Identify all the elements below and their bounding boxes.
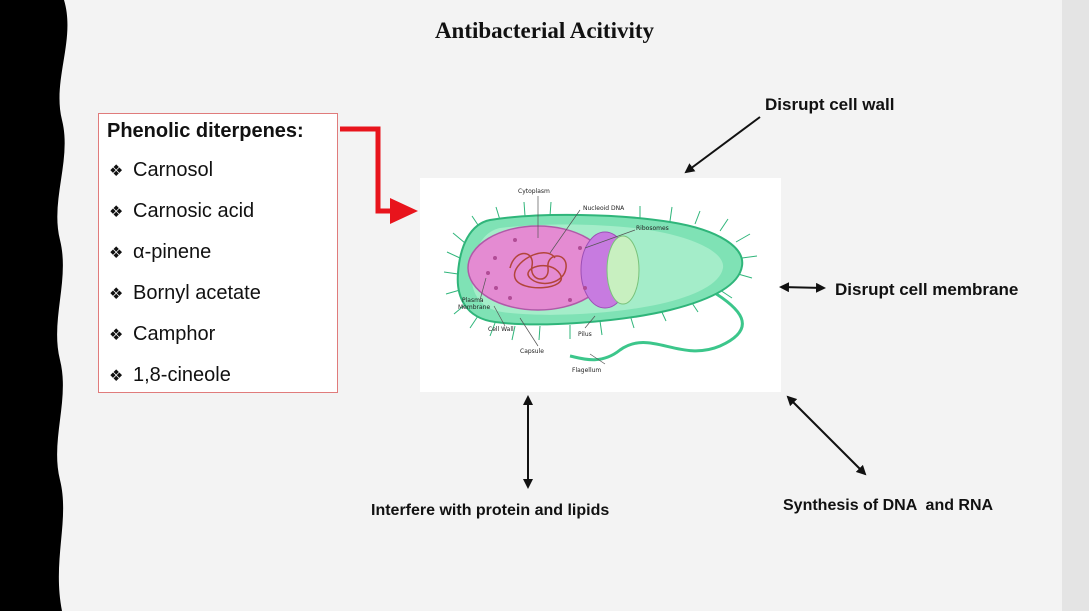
right-edge-strip [1062, 0, 1089, 611]
wavy-left-border [0, 0, 68, 611]
ribosome-dots [486, 238, 587, 302]
compound-list-heading: Phenolic diterpenes: [107, 120, 304, 142]
nucleoid-dna [509, 251, 567, 289]
compound-item: ❖Bornyl acetate [109, 282, 261, 304]
bullet-diamond-icon: ❖ [109, 284, 124, 303]
compound-item: ❖1,8-cineole [109, 364, 231, 386]
label-nucleoid-dna: Nucleoid DNA [583, 205, 625, 212]
label-plasma-membrane: Plasma [462, 297, 484, 304]
compound-item: ❖α-pinene [109, 241, 212, 263]
effect-dna-rna-synthesis: Synthesis of DNA and RNA [783, 497, 994, 514]
compound-item: ❖Carnosol [109, 159, 214, 181]
compound-item: ❖Camphor [109, 323, 216, 345]
label-cell-wall: Cell Wall [488, 326, 514, 333]
bullet-diamond-icon: ❖ [109, 243, 124, 262]
label-cytoplasm: Cytoplasm [518, 188, 550, 195]
label-capsule: Capsule [520, 348, 544, 355]
flagellum [569, 288, 744, 362]
effect-interfere-protein-lipids: Interfere with protein and lipids [371, 502, 610, 519]
compound-list-box: Phenolic diterpenes: ❖Carnosol ❖Carnosic… [98, 113, 338, 393]
compound-item: ❖Carnosic acid [109, 200, 255, 222]
label-plasma-membrane-2: Membrane [458, 304, 490, 311]
bacterium-diagram-panel: Cytoplasm Nucleoid DNA Ribosomes Plasma … [420, 178, 781, 392]
bacterium-illustration: Cytoplasm Nucleoid DNA Ribosomes Plasma … [443, 188, 758, 374]
bullet-diamond-icon: ❖ [109, 161, 124, 180]
effect-disrupt-cell-wall: Disrupt cell wall [765, 95, 895, 114]
bullet-diamond-icon: ❖ [109, 202, 124, 221]
label-ribosomes: Ribosomes [636, 225, 669, 232]
label-pilus: Pilus [578, 331, 592, 338]
slide-title: Antibacterial Acitivity [434, 18, 655, 43]
effect-disrupt-cell-membrane: Disrupt cell membrane [835, 280, 1019, 299]
bullet-diamond-icon: ❖ [109, 325, 124, 344]
bullet-diamond-icon: ❖ [109, 366, 124, 385]
label-leader-lines [479, 196, 636, 365]
label-flagellum: Flagellum [572, 367, 601, 374]
